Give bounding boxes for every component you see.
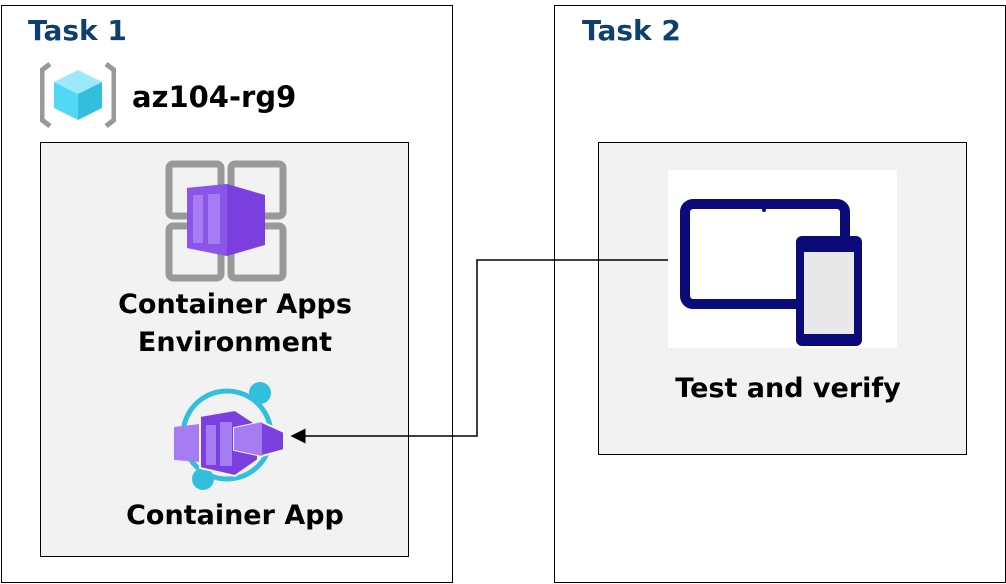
task1-title: Task 1 [28,14,127,47]
test-label: Test and verify [675,373,901,404]
container-app-label: Container App [126,500,344,531]
environment-label-line1: Container Apps [118,289,352,320]
resource-group-name: az104-rg9 [132,80,297,114]
resource-group-icon [40,62,116,128]
environment-label-line2: Environment [137,327,333,358]
devices-icon [668,170,897,348]
task2-title: Task 2 [582,14,681,47]
task1-panel [1,5,453,583]
container-app-icon [174,382,285,490]
container-apps-environment-icon [165,160,287,282]
environment-label: Container Apps Environment [40,286,430,362]
